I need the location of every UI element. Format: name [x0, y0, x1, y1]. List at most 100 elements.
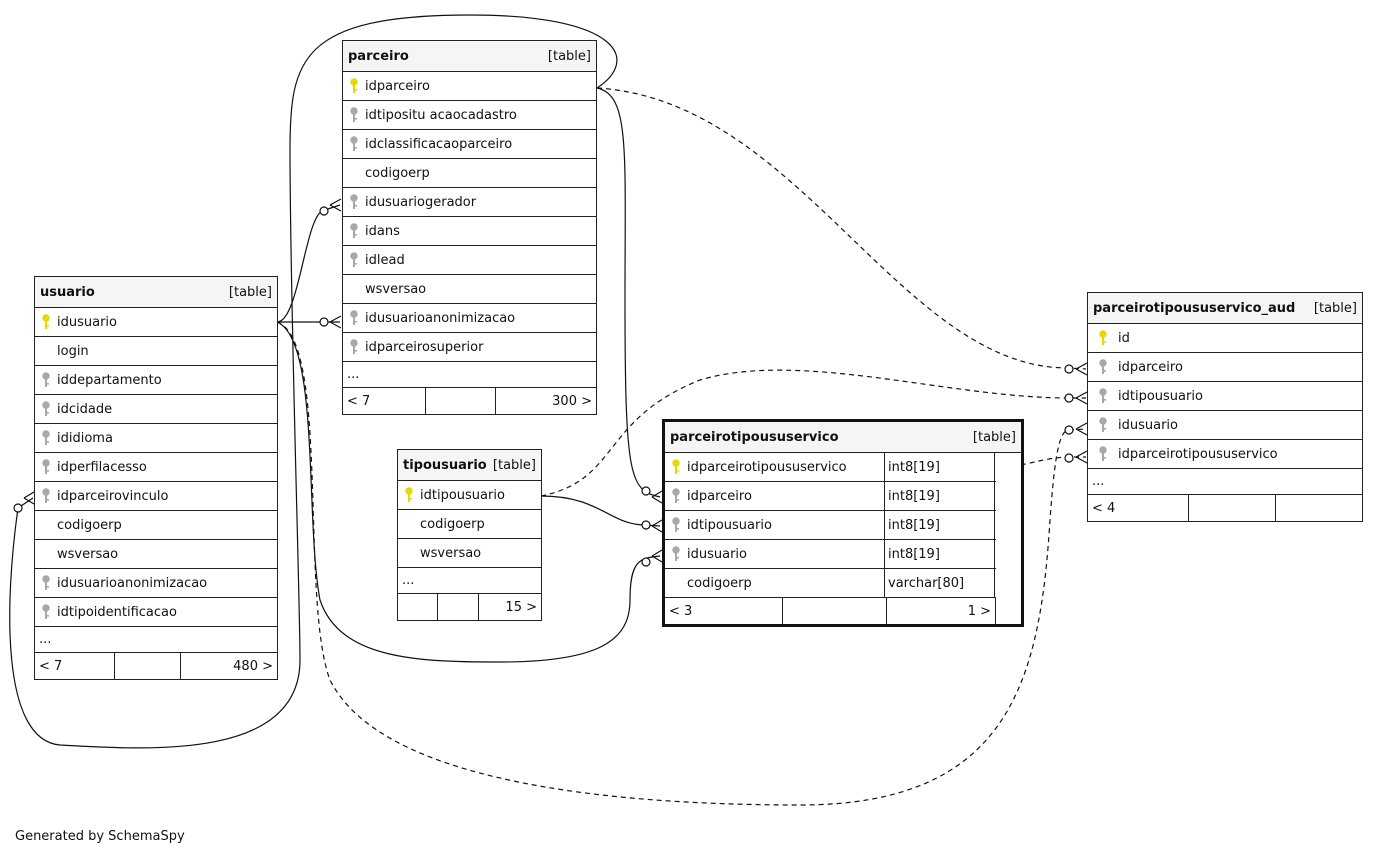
column-row[interactable]: idparceirosuperior: [343, 333, 596, 362]
foreign-key-icon: [35, 482, 57, 511]
table-name: parceirotipoususervico: [670, 429, 839, 445]
column-name: login: [57, 343, 89, 359]
column-row[interactable]: wsversao: [343, 275, 596, 304]
column-row[interactable]: idusuariogerador: [343, 188, 596, 217]
primary-key-icon: [398, 481, 420, 510]
column-icon-blank: [35, 337, 57, 366]
column-type: int8[19]: [885, 482, 995, 510]
column-list: idtipousuario codigoerp wsversao: [398, 481, 541, 568]
foreign-key-icon: [1088, 411, 1118, 440]
column-row[interactable]: idparceirotipoususervico int8[19]: [665, 453, 996, 482]
column-row[interactable]: iddepartamento: [35, 366, 277, 395]
table-type: [table]: [547, 48, 591, 64]
parents-count[interactable]: < 7: [35, 653, 115, 679]
column-name: idusuarioanonimizacao: [365, 310, 516, 326]
column-row[interactable]: idusuario: [1088, 411, 1362, 440]
column-row[interactable]: idcidade: [35, 395, 277, 424]
edge-marker: [1064, 393, 1074, 403]
column-row[interactable]: login: [35, 337, 277, 366]
foreign-key-icon: [665, 511, 687, 540]
table-header: usuario [table]: [35, 277, 277, 308]
column-row[interactable]: idparceirovinculo: [35, 482, 277, 511]
parents-count[interactable]: < 7: [343, 388, 426, 414]
column-name: idcidade: [57, 401, 113, 417]
column-icon-blank: [343, 159, 365, 188]
parents-count[interactable]: < 4: [1088, 495, 1189, 521]
column-row[interactable]: id: [1088, 324, 1362, 353]
column-name: idusuario: [57, 314, 117, 330]
edge-marker: [1064, 364, 1074, 374]
column-row[interactable]: codigoerp: [343, 159, 596, 188]
parents-count[interactable]: < 3: [665, 598, 783, 624]
table-parceirotipoususervico[interactable]: parceirotipoususervico [table] idparceir…: [662, 419, 1024, 627]
edge-marker: [641, 557, 651, 567]
column-name: idparceiro: [1118, 359, 1183, 375]
column-name: idparceirotipoususervico: [687, 459, 847, 475]
table-header: parceirotipoususervico_aud [table]: [1088, 293, 1362, 324]
column-name: idparceiro: [365, 78, 430, 94]
column-row[interactable]: idtipousuario: [1088, 382, 1362, 411]
foreign-key-icon: [343, 246, 365, 275]
children-count[interactable]: 15 >: [505, 599, 537, 615]
footer-mid: [426, 388, 496, 414]
foreign-key-icon: [343, 333, 365, 362]
edge-usuario-aud: [276, 321, 1087, 806]
column-name-cell: idusuario: [665, 540, 885, 568]
column-row[interactable]: idans: [343, 217, 596, 246]
column-row[interactable]: ididioma: [35, 424, 277, 453]
column-type: int8[19]: [885, 511, 995, 539]
column-name: codigoerp: [420, 516, 485, 532]
column-icon-blank: [665, 569, 687, 598]
column-row[interactable]: idtipousuario: [398, 481, 541, 510]
crows-foot: [1075, 450, 1088, 464]
column-row[interactable]: idperfilacesso: [35, 453, 277, 482]
crows-foot: [329, 198, 342, 212]
children-count[interactable]: 480 >: [233, 658, 273, 674]
column-row[interactable]: idparceiro: [1088, 353, 1362, 382]
column-name: idlead: [365, 252, 405, 268]
parents-count[interactable]: [398, 594, 438, 620]
table-footer: < 7 300 >: [343, 388, 596, 414]
children-count[interactable]: 300 >: [552, 393, 592, 409]
column-row[interactable]: idtipoidentificacao: [35, 598, 277, 627]
more-columns: ...: [35, 627, 277, 653]
column-row[interactable]: idtipositu acaocadastro: [343, 101, 596, 130]
children-count[interactable]: 1 >: [967, 603, 991, 619]
table-type: [table]: [1313, 300, 1357, 316]
column-row[interactable]: codigoerp: [398, 510, 541, 539]
foreign-key-icon: [1088, 440, 1118, 469]
column-row[interactable]: wsversao: [35, 540, 277, 569]
column-row[interactable]: codigoerp: [35, 511, 277, 540]
column-name: idparceirosuperior: [365, 339, 484, 355]
column-row[interactable]: idusuarioanonimizacao: [343, 304, 596, 333]
column-list: idparceiro idtipositu acaocadastro idclass…: [343, 72, 596, 362]
column-name: idclassificacaoparceiro: [365, 136, 513, 152]
column-row[interactable]: idusuario: [35, 308, 277, 337]
footer-mid: [438, 594, 479, 620]
table-footer: < 3 1 >: [665, 598, 996, 624]
primary-key-icon: [665, 453, 687, 482]
column-name: ididioma: [57, 430, 113, 446]
edge-parceiro-usuario-vinculo: [9, 14, 618, 749]
column-row[interactable]: idparceirotipoususervico: [1088, 440, 1362, 469]
column-row[interactable]: wsversao: [398, 539, 541, 568]
column-name: idusuario: [687, 546, 747, 562]
foreign-key-icon: [35, 424, 57, 453]
edge-marker: [1064, 453, 1074, 463]
column-row[interactable]: idusuarioanonimizacao: [35, 569, 277, 598]
table-parceirotipoususervico-aud[interactable]: parceirotipoususervico_aud [table] id idp…: [1087, 292, 1363, 522]
column-row[interactable]: idclassificacaoparceiro: [343, 130, 596, 159]
column-row[interactable]: idlead: [343, 246, 596, 275]
column-type: int8[19]: [885, 453, 995, 481]
table-usuario[interactable]: usuario [table] idusuario login iddepartam…: [34, 276, 278, 680]
column-row[interactable]: idparceiro: [343, 72, 596, 101]
column-name: wsversao: [420, 545, 482, 561]
